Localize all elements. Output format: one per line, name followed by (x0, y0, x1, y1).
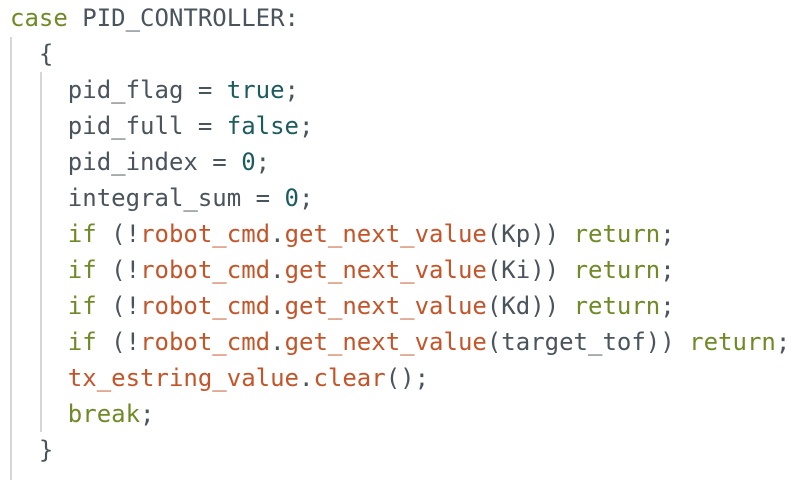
plain-token: ; (660, 292, 675, 320)
plain-token: } (38, 436, 54, 464)
plain-token: ; (660, 220, 675, 248)
plain-token: (); (385, 364, 430, 392)
keyword-token: return (689, 328, 776, 356)
indent (10, 184, 68, 212)
indent (10, 76, 68, 104)
code-editor[interactable]: case PID_CONTROLLER: { pid_flag = true; … (10, 0, 790, 468)
indent (10, 256, 68, 284)
code-line: case PID_CONTROLLER: (10, 0, 790, 36)
identifier-token: robot_cmd (140, 292, 271, 320)
code-line: if (!robot_cmd.get_next_value(target_tof… (10, 324, 791, 360)
plain-token: (target_tof)) (486, 328, 690, 356)
code-line: integral_sum = 0; (10, 180, 790, 216)
plain-token: (Kp)) (486, 220, 574, 248)
code-line: if (!robot_cmd.get_next_value(Kd)) retur… (10, 288, 790, 324)
literal-token: 0 (241, 148, 256, 176)
plain-token: (! (96, 292, 141, 320)
plain-token: . (298, 364, 314, 392)
identifier-token: robot_cmd (140, 328, 271, 356)
code-line: tx_estring_value.clear(); (10, 360, 790, 396)
keyword-token: if (67, 256, 97, 284)
keyword-token: return (573, 292, 661, 320)
identifier-token: get_next_value (284, 220, 487, 248)
plain-token: ; (284, 76, 299, 104)
identifier-token: tx_estring_value (67, 364, 299, 392)
keyword-token: break (67, 400, 141, 428)
plain-token: integral_sum = (67, 184, 285, 212)
plain-token: (! (96, 220, 141, 248)
plain-token: ; (255, 148, 271, 176)
plain-token: . (270, 220, 285, 248)
literal-token: true (226, 76, 285, 104)
indent-guide-inner (40, 72, 42, 432)
indent (10, 364, 68, 392)
literal-token: 0 (284, 184, 299, 212)
code-line: if (!robot_cmd.get_next_value(Ki)) retur… (10, 252, 790, 288)
code-line: pid_index = 0; (10, 144, 790, 180)
plain-token: ; (299, 184, 314, 212)
indent-guide-outer (10, 37, 12, 480)
plain-token: ; (775, 328, 791, 356)
code-line: pid_flag = true; (10, 72, 790, 108)
keyword-token: return (573, 256, 661, 284)
plain-token: { (38, 40, 54, 68)
plain-token: (! (96, 328, 141, 356)
keyword-token: case (10, 4, 68, 32)
plain-token: . (270, 328, 285, 356)
plain-token: (Ki)) (486, 256, 574, 284)
indent (10, 436, 39, 464)
identifier-token: robot_cmd (140, 256, 271, 284)
identifier-token: get_next_value (284, 292, 487, 320)
plain-token: . (270, 256, 285, 284)
code-line: } (10, 432, 790, 468)
indent (10, 148, 68, 176)
plain-token: pid_flag = (67, 76, 227, 104)
code-line: { (10, 36, 790, 72)
keyword-token: if (67, 292, 97, 320)
keyword-token: if (67, 328, 97, 356)
indent (10, 292, 68, 320)
plain-token: pid_index = (67, 148, 242, 176)
identifier-token: clear (313, 364, 386, 392)
keyword-token: if (67, 220, 97, 248)
plain-token: ; (140, 400, 155, 428)
plain-token: PID_CONTROLLER: (67, 4, 299, 32)
code-line: if (!robot_cmd.get_next_value(Kp)) retur… (10, 216, 790, 252)
indent (10, 328, 68, 356)
indent (10, 112, 68, 140)
plain-token: pid_full = (67, 112, 227, 140)
literal-token: false (226, 112, 299, 140)
identifier-token: get_next_value (284, 328, 487, 356)
keyword-token: return (573, 220, 661, 248)
identifier-token: robot_cmd (140, 220, 271, 248)
indent (10, 40, 39, 68)
indent (10, 220, 68, 248)
plain-token: ; (660, 256, 675, 284)
plain-token: ; (299, 112, 314, 140)
code-line: pid_full = false; (10, 108, 790, 144)
plain-token: (Kd)) (486, 292, 574, 320)
indent (10, 400, 68, 428)
plain-token: . (270, 292, 285, 320)
identifier-token: get_next_value (284, 256, 487, 284)
code-line: break; (10, 396, 790, 432)
plain-token: (! (96, 256, 141, 284)
